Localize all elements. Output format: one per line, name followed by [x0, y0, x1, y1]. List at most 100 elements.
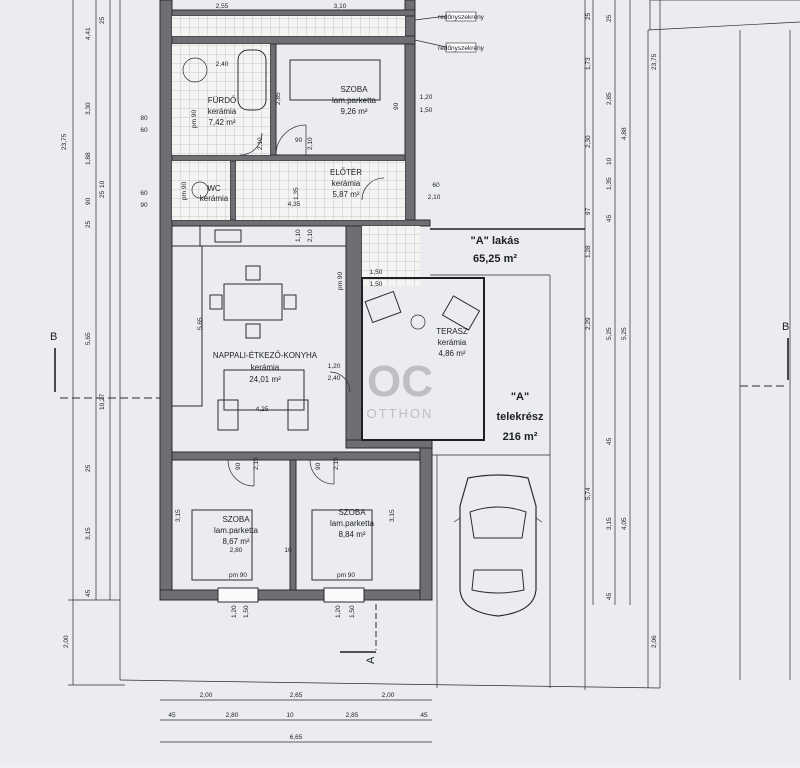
dim-right-a-5: 1,28: [585, 245, 592, 258]
svg-text:SZOBA: SZOBA: [338, 508, 366, 517]
dim-bottom-1-1: 2,00: [200, 692, 213, 699]
svg-text:10: 10: [284, 547, 292, 554]
svg-text:3,10: 3,10: [334, 3, 347, 10]
entry-floor: [362, 226, 420, 286]
dim-right-b-5: 45: [606, 214, 613, 222]
window-bottom-right: [323, 587, 365, 603]
sofa: [217, 369, 309, 431]
hall-floor: [236, 161, 405, 220]
svg-text:24,01 m²: 24,01 m²: [249, 375, 281, 384]
dim-left-inner-6: 25: [85, 464, 92, 472]
watermark-logo: OC OTTHON: [367, 357, 434, 421]
plot-label: "A" telekrész 216 m²: [496, 391, 544, 443]
svg-text:pm 90: pm 90: [191, 110, 198, 128]
dim-left-7: 2,00: [63, 635, 70, 648]
shutter-labels: redőnyszekrény redőnyszekrény: [414, 11, 485, 53]
svg-text:8,84 m²: 8,84 m²: [338, 530, 365, 539]
svg-text:5,87 m²: 5,87 m²: [332, 190, 359, 199]
svg-text:kerámia: kerámia: [208, 107, 237, 116]
svg-text:90: 90: [295, 137, 303, 144]
svg-text:"A": "A": [511, 391, 529, 403]
svg-text:60: 60: [140, 127, 148, 134]
svg-text:1,20: 1,20: [420, 94, 433, 101]
svg-text:1,50: 1,50: [420, 107, 433, 114]
svg-text:1,50: 1,50: [370, 281, 383, 288]
dim-left-total: 23,75: [61, 133, 68, 150]
dim-left-1: 4,41: [85, 27, 92, 40]
dim-bottom-2-2: 2,80: [226, 712, 239, 719]
svg-text:1,20: 1,20: [328, 363, 341, 370]
svg-text:216 m²: 216 m²: [503, 431, 538, 443]
svg-text:kerámia: kerámia: [332, 179, 361, 188]
bed-right: [311, 509, 373, 581]
room-label-hall: ELŐTÉR kerámia 5,87 m²: [330, 168, 362, 199]
svg-text:telekrész: telekrész: [496, 411, 544, 423]
dim-bottom-1-3: 2,00: [382, 692, 395, 699]
svg-text:3,15: 3,15: [175, 509, 182, 522]
dim-bottom-2-1: 45: [168, 712, 176, 719]
shutter-label-2: redőnyszekrény: [438, 45, 485, 52]
svg-text:lam.parketta: lam.parketta: [330, 519, 375, 528]
svg-text:60: 60: [140, 190, 148, 197]
svg-text:lam.parketta: lam.parketta: [332, 96, 377, 105]
dim-left-6: 3,15: [85, 527, 92, 540]
plot-a-boundary: [430, 228, 585, 688]
room-label-wc: WC kerámia: [200, 184, 229, 203]
svg-text:1,20: 1,20: [231, 605, 238, 618]
dim-right-b-4: 1,35: [606, 177, 613, 190]
svg-text:OTTHON: OTTHON: [367, 406, 434, 421]
dimension-chain-bottom: [160, 699, 432, 743]
svg-text:NAPPALI-ÉTKEZŐ-KONYHA: NAPPALI-ÉTKEZŐ-KONYHA: [213, 351, 318, 360]
svg-text:4,86 m²: 4,86 m²: [438, 349, 465, 358]
interior-dimensions: 2,55 3,10 2,40 2,85 4,35 2,10 2,10 90 90…: [140, 3, 440, 618]
car-icon: [453, 474, 543, 617]
room-label-bedroom-right: SZOBA lam.parketta 8,84 m²: [330, 508, 375, 539]
svg-text:1,20: 1,20: [335, 605, 342, 618]
shutter-label-1: redőnyszekrény: [438, 14, 485, 21]
dim-right-b-1: 25: [606, 14, 613, 22]
terrace: [361, 277, 485, 441]
svg-text:pm 90: pm 90: [337, 572, 355, 579]
svg-text:60: 60: [432, 182, 440, 189]
svg-text:8,67 m²: 8,67 m²: [222, 537, 249, 546]
svg-text:2,10: 2,10: [307, 229, 314, 242]
svg-text:2,10: 2,10: [253, 457, 260, 470]
svg-text:4,25: 4,25: [256, 406, 269, 413]
room-label-terrace: TERASZ kerámia 4,86 m²: [436, 327, 468, 358]
svg-text:90: 90: [393, 102, 400, 110]
svg-text:WC: WC: [207, 184, 221, 193]
svg-text:90: 90: [140, 202, 148, 209]
room-label-bedroom-left: SZOBA lam.parketta 8,67 m²: [214, 515, 259, 546]
svg-text:"A" lakás: "A" lakás: [471, 235, 520, 247]
svg-text:2,40: 2,40: [328, 375, 341, 382]
dim-left-inner-7: 45: [85, 589, 92, 597]
dim-right-a-1: 25: [585, 12, 592, 20]
svg-text:1,50: 1,50: [349, 605, 356, 618]
svg-text:1,35: 1,35: [293, 187, 300, 200]
svg-text:2,85: 2,85: [275, 92, 282, 105]
svg-text:FÜRDŐ: FÜRDŐ: [208, 96, 236, 105]
dim-right-a-4: 97: [585, 207, 592, 215]
dim-left-5: 10,27: [99, 393, 106, 410]
kitchen-counter: [171, 225, 347, 407]
apartment-label: "A" lakás 65,25 m²: [471, 235, 520, 265]
section-marker-a: A: [340, 604, 377, 664]
dim-bottom-2-5: 45: [420, 712, 428, 719]
svg-text:80: 80: [140, 115, 148, 122]
svg-text:65,25 m²: 65,25 m²: [473, 253, 517, 265]
dining-table: [209, 265, 297, 339]
dim-left-inner-5: 25: [85, 220, 92, 228]
room-label-bedroom-top: SZOBA lam.parketta 9,26 m²: [332, 85, 377, 116]
section-marker-b-right: B: [740, 321, 789, 387]
svg-text:OC: OC: [367, 357, 433, 406]
dim-right-c-1: 4,88: [621, 127, 628, 140]
svg-text:TERASZ: TERASZ: [436, 327, 468, 336]
dim-left-inner-4: 90: [85, 197, 92, 205]
bed-left: [191, 509, 253, 581]
dimension-chain-right: [592, 0, 631, 605]
svg-text:ELŐTÉR: ELŐTÉR: [330, 168, 362, 177]
dim-right-a-3: 2,30: [585, 135, 592, 148]
svg-text:2,40: 2,40: [216, 61, 229, 68]
svg-text:2,10: 2,10: [307, 137, 314, 150]
